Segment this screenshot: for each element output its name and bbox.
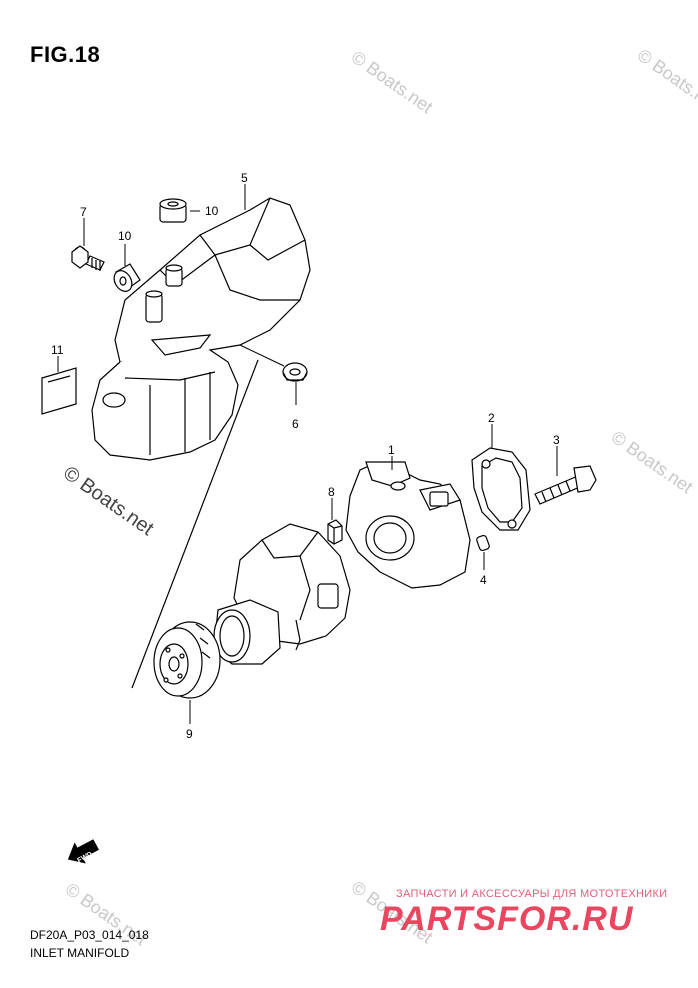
watermark-1: © Boats.net [348, 47, 437, 117]
diagram-caption: INLET MANIFOLD [30, 946, 130, 960]
watermark-2: © Boats.net [634, 45, 698, 115]
part-2-gasket [471, 447, 531, 531]
callout-6: 6 [292, 417, 299, 431]
callout-10-left: 10 [118, 229, 132, 243]
part-11-label [41, 367, 77, 415]
fwd-arrow-icon: FWD [67, 839, 99, 865]
figure-title: FIG.18 [30, 42, 101, 67]
leader-5-to-6 [239, 344, 285, 367]
callout-9: 9 [186, 727, 193, 741]
callout-7: 7 [80, 205, 87, 219]
callout-numbers: 1 2 3 4 5 6 7 8 9 10 10 11 [51, 171, 560, 741]
part-3-bolt [534, 465, 597, 505]
part-1-manifold [345, 461, 471, 589]
watermark-3: © Boats.net [608, 427, 697, 497]
callout-1: 1 [388, 443, 395, 457]
part-7-bolt [71, 245, 105, 271]
leader-lines [57, 184, 558, 724]
watermark-main: © Boats.net [59, 462, 158, 540]
part-5-nipples [145, 264, 183, 323]
callout-11: 11 [51, 343, 64, 357]
callout-2: 2 [488, 411, 495, 425]
diagram-code: DF20A_P03_014_018 [30, 928, 149, 942]
inlet-tube [213, 599, 281, 665]
frame-line [131, 359, 259, 689]
callout-8: 8 [328, 485, 335, 499]
part-10-grommet-top [159, 198, 187, 223]
callout-3: 3 [553, 433, 560, 447]
part-4-pin [476, 534, 490, 552]
part-9-pulley [153, 621, 221, 699]
callout-5: 5 [241, 171, 248, 185]
part-8-cap [327, 519, 343, 545]
part-5-silencer [91, 197, 311, 461]
brand-tagline: ЗАПЧАСТИ И АКСЕССУАРЫ ДЛЯ МОТОТЕХНИКИ [396, 888, 668, 900]
part-10-grommet-left [113, 263, 141, 292]
callout-4: 4 [480, 573, 487, 587]
brand-logo: PARTSFOR.RU [380, 900, 634, 938]
part-6-grommet [282, 362, 308, 382]
callout-10-top: 10 [205, 204, 219, 218]
